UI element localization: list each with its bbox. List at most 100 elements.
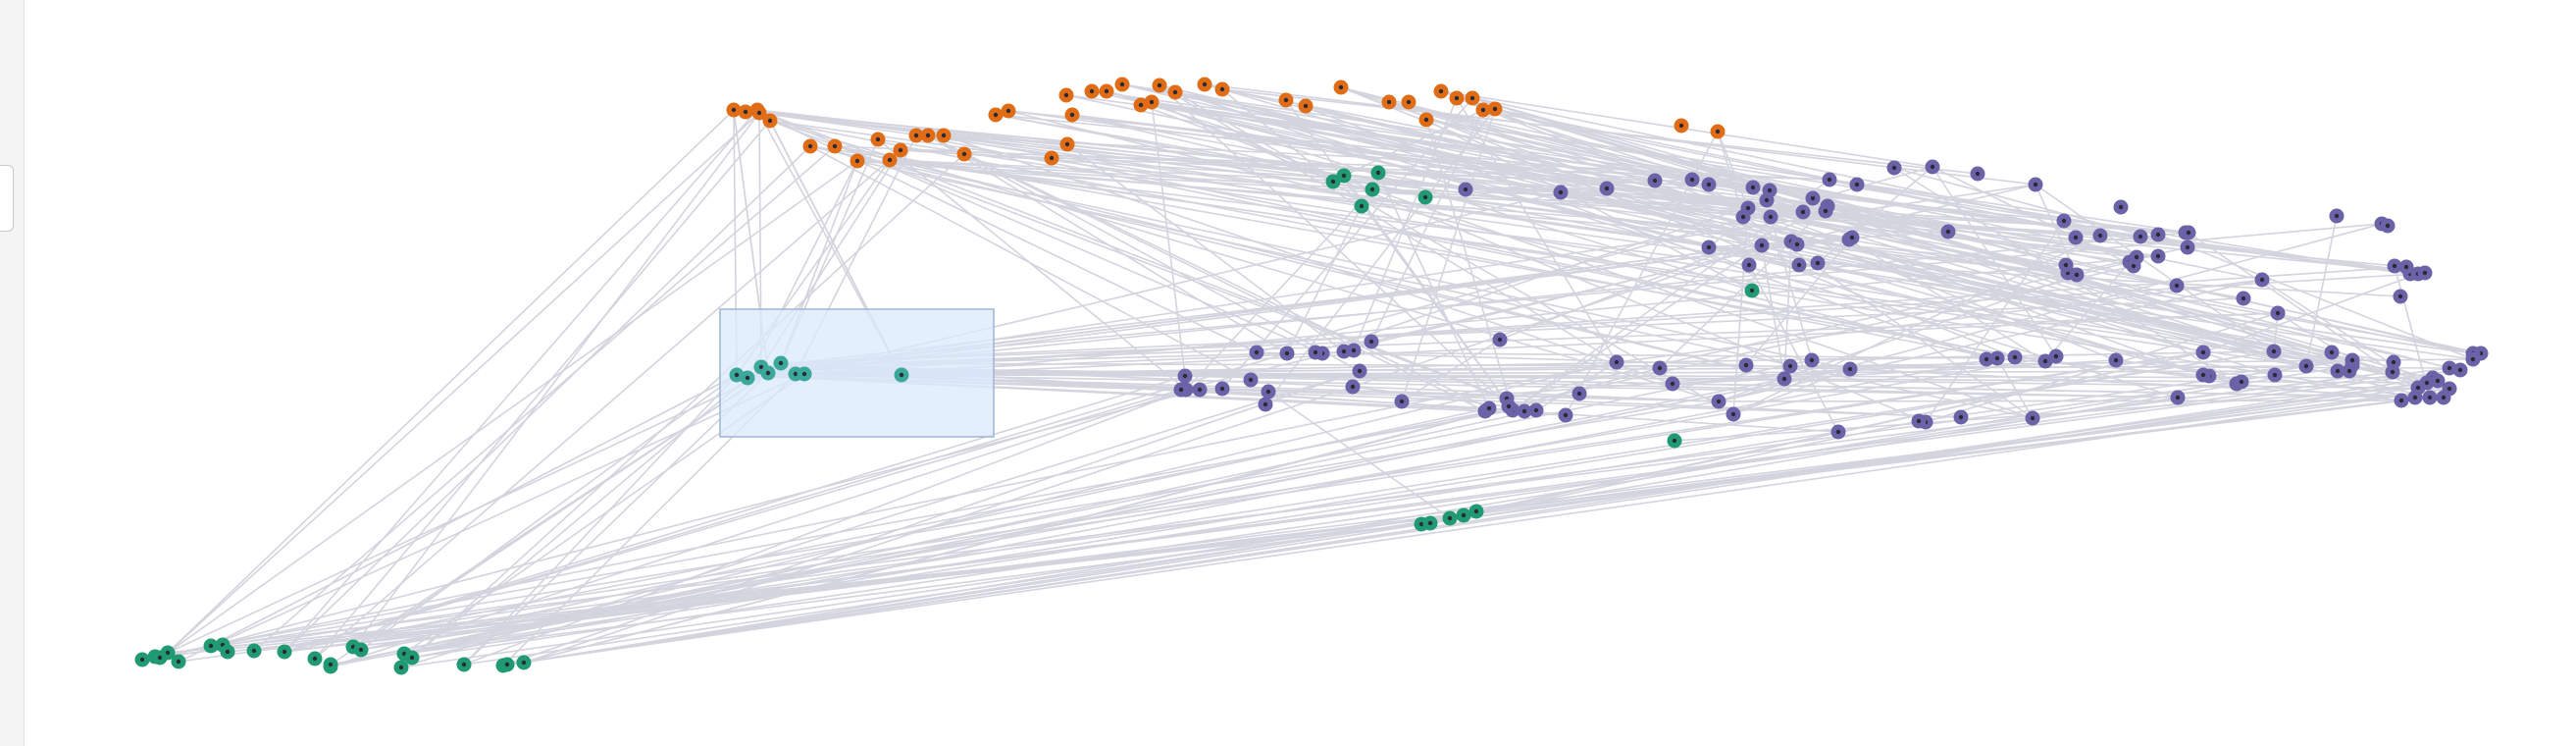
- graph-node-purple[interactable]: [2417, 265, 2433, 281]
- graph-node-orange[interactable]: [1214, 81, 1230, 97]
- graph-node-green[interactable]: [499, 657, 515, 672]
- graph-node-orange[interactable]: [956, 146, 972, 162]
- panel-toggle-handle[interactable]: [0, 165, 14, 232]
- graph-node-orange[interactable]: [1433, 83, 1449, 99]
- graph-node-purple[interactable]: [1925, 159, 1940, 175]
- graph-node-green[interactable]: [1354, 198, 1369, 214]
- graph-node-purple[interactable]: [1249, 345, 1264, 360]
- graph-node-orange[interactable]: [1465, 90, 1480, 106]
- graph-node-purple[interactable]: [2068, 230, 2084, 245]
- graph-node-purple[interactable]: [2037, 353, 2053, 369]
- graph-node-purple[interactable]: [1842, 361, 1858, 377]
- graph-node-purple[interactable]: [1759, 192, 1775, 208]
- graph-node-green[interactable]: [171, 654, 186, 669]
- graph-node-orange[interactable]: [1197, 77, 1212, 92]
- graph-node-purple[interactable]: [2007, 349, 2023, 365]
- graph-node-purple[interactable]: [1844, 230, 1860, 245]
- graph-node-green[interactable]: [393, 660, 409, 675]
- graph-node-green[interactable]: [1456, 507, 1471, 523]
- graph-node-purple[interactable]: [1782, 358, 1798, 374]
- graph-node-green[interactable]: [1370, 165, 1386, 181]
- graph-node-purple[interactable]: [2267, 367, 2283, 383]
- graph-node-purple[interactable]: [1805, 190, 1821, 206]
- graph-node-orange[interactable]: [988, 107, 1004, 123]
- graph-node-orange[interactable]: [1710, 124, 1726, 139]
- graph-node-purple[interactable]: [2108, 352, 2124, 368]
- graph-node-orange[interactable]: [936, 128, 952, 143]
- graph-node-purple[interactable]: [1558, 407, 1573, 423]
- graph-node-purple[interactable]: [1940, 224, 1956, 240]
- graph-node-orange[interactable]: [751, 105, 767, 121]
- graph-node-purple[interactable]: [1364, 334, 1379, 349]
- graph-node-purple[interactable]: [1726, 406, 1741, 422]
- graph-node-purple[interactable]: [1352, 363, 1367, 379]
- graph-node-purple[interactable]: [1822, 172, 1837, 187]
- graph-node-purple[interactable]: [1735, 209, 1751, 225]
- graph-node-orange[interactable]: [1674, 118, 1689, 133]
- graph-node-purple[interactable]: [2344, 352, 2360, 368]
- graph-node-orange[interactable]: [1114, 77, 1130, 92]
- graph-node-orange[interactable]: [882, 152, 898, 168]
- graph-node-green[interactable]: [323, 657, 338, 672]
- graph-node-green[interactable]: [1422, 515, 1438, 531]
- graph-node-orange[interactable]: [1059, 136, 1075, 152]
- graph-node-orange[interactable]: [870, 132, 886, 147]
- graph-node-orange[interactable]: [1418, 112, 1434, 128]
- graph-node-purple[interactable]: [1336, 344, 1352, 359]
- graph-node-purple[interactable]: [2234, 374, 2249, 390]
- graph-node-purple[interactable]: [2028, 177, 2043, 192]
- graph-node-purple[interactable]: [1886, 160, 1902, 176]
- graph-node-purple[interactable]: [1177, 368, 1193, 384]
- graph-node-orange[interactable]: [1298, 98, 1314, 114]
- graph-node-green[interactable]: [203, 638, 219, 654]
- graph-node-purple[interactable]: [2170, 390, 2186, 405]
- graph-node-purple[interactable]: [2465, 351, 2481, 367]
- graph-node-green[interactable]: [246, 643, 262, 659]
- graph-node-purple[interactable]: [2452, 362, 2468, 378]
- graph-node-green[interactable]: [516, 655, 532, 670]
- graph-node-purple[interactable]: [1830, 424, 1846, 440]
- graph-node-orange[interactable]: [1099, 83, 1114, 99]
- graph-node-purple[interactable]: [1652, 360, 1668, 376]
- graph-node-purple[interactable]: [2324, 345, 2340, 360]
- graph-node-orange[interactable]: [762, 113, 778, 129]
- graph-node-green[interactable]: [456, 657, 472, 672]
- graph-node-orange[interactable]: [908, 128, 924, 143]
- graph-node-purple[interactable]: [2195, 367, 2211, 383]
- graph-node-purple[interactable]: [1481, 400, 1497, 416]
- graph-node-purple[interactable]: [1345, 379, 1361, 395]
- graph-node-purple[interactable]: [1810, 255, 1826, 271]
- graph-node-purple[interactable]: [2133, 229, 2148, 244]
- graph-node-purple[interactable]: [1458, 182, 1473, 197]
- graph-node-purple[interactable]: [2394, 393, 2409, 408]
- graph-node-purple[interactable]: [1795, 204, 1811, 220]
- graph-node-green[interactable]: [1442, 510, 1458, 526]
- graph-node-orange[interactable]: [1144, 94, 1159, 110]
- graph-node-orange[interactable]: [920, 128, 936, 143]
- graph-node-green[interactable]: [404, 650, 420, 666]
- graph-node-orange[interactable]: [1278, 92, 1294, 108]
- graph-node-purple[interactable]: [1192, 382, 1208, 398]
- graph-node-orange[interactable]: [802, 138, 818, 154]
- graph-node-purple[interactable]: [1261, 384, 1276, 400]
- graph-node-purple[interactable]: [1243, 372, 1259, 388]
- graph-node-purple[interactable]: [1701, 177, 1717, 192]
- graph-node-purple[interactable]: [2387, 258, 2402, 274]
- graph-node-purple[interactable]: [1684, 172, 1700, 187]
- graph-node-green[interactable]: [1417, 189, 1433, 205]
- graph-node-purple[interactable]: [2113, 199, 2129, 215]
- graph-node-purple[interactable]: [2380, 218, 2396, 234]
- network-graph[interactable]: [25, 0, 2576, 746]
- graph-node-purple[interactable]: [2430, 373, 2446, 389]
- graph-node-purple[interactable]: [1754, 238, 1770, 253]
- graph-node-orange[interactable]: [1064, 107, 1080, 123]
- graph-node-purple[interactable]: [1738, 357, 1754, 373]
- graph-node-purple[interactable]: [2410, 380, 2426, 396]
- graph-node-orange[interactable]: [1449, 90, 1465, 106]
- graph-node-green[interactable]: [1468, 504, 1484, 519]
- graph-node-green[interactable]: [353, 642, 369, 658]
- graph-node-green[interactable]: [1336, 168, 1352, 184]
- graph-node-purple[interactable]: [1214, 381, 1230, 397]
- graph-node-purple[interactable]: [1911, 413, 1927, 429]
- graph-node-purple[interactable]: [2386, 354, 2401, 370]
